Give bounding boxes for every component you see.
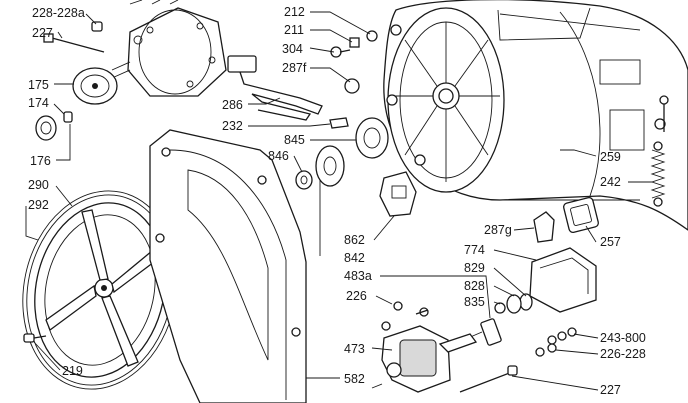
spring-259-part [659, 95, 669, 132]
label-835: 835 [464, 295, 485, 309]
seal-842-part [315, 145, 345, 187]
label-582: 582 [344, 372, 365, 386]
label-174: 174 [28, 96, 49, 110]
label-483a: 483a [344, 269, 372, 283]
part-number-labels: 228-228a 227 175 174 176 290 292 219 212… [28, 5, 646, 397]
label-774: 774 [464, 243, 485, 257]
label-287g: 287g [484, 223, 512, 237]
label-175: 175 [28, 78, 49, 92]
label-211: 211 [284, 23, 304, 37]
sensor-287g-part [533, 211, 555, 243]
motor-pulley-175-part [72, 67, 118, 105]
label-828: 828 [464, 279, 485, 293]
label-292: 292 [28, 198, 49, 212]
label-227-bottom: 227 [600, 383, 621, 397]
screws-226-part [381, 301, 429, 331]
bolt-228-part [91, 21, 103, 32]
thermostat-287f-part [344, 78, 360, 94]
heating-element-286-part [227, 55, 323, 121]
main-motor-part [111, 0, 227, 97]
label-227-top: 227 [32, 26, 53, 40]
label-287f: 287f [282, 61, 307, 75]
rear-frame-582-part [149, 129, 307, 403]
gasket-257-part [563, 197, 599, 233]
small-pulley-176-part [35, 115, 57, 141]
label-242: 242 [600, 175, 621, 189]
spring-242-part [650, 141, 666, 207]
bushing-174-part [63, 111, 73, 123]
filter-828-part [506, 294, 522, 314]
label-257: 257 [600, 235, 621, 249]
connector-862-part [379, 171, 417, 217]
label-259: 259 [600, 150, 621, 164]
label-829: 829 [464, 261, 485, 275]
label-176: 176 [30, 154, 51, 168]
label-862: 862 [344, 233, 365, 247]
washer-846-part [295, 170, 313, 190]
leader-lines [25, 11, 652, 391]
label-226: 226 [346, 289, 367, 303]
label-842: 842 [344, 251, 365, 265]
flange-845-part [355, 117, 389, 159]
label-226-228: 226-228 [600, 347, 646, 361]
feet-243-800-part [547, 327, 577, 345]
drum-tub-part [383, 0, 688, 231]
long-bolt-227-bottom-part [459, 365, 518, 393]
label-846: 846 [268, 149, 289, 163]
label-290: 290 [28, 178, 49, 192]
label-243-800: 243-800 [600, 331, 646, 345]
clip-835-part [494, 302, 506, 314]
label-212: 212 [284, 5, 305, 19]
drum-pulley-292-part [34, 202, 166, 378]
label-286: 286 [222, 98, 243, 112]
screw-304-part [330, 46, 351, 58]
label-473: 473 [344, 342, 365, 356]
bracket-232-part [329, 117, 349, 129]
label-304: 304 [282, 42, 303, 56]
screws-226-228-part [535, 343, 557, 357]
pump-cover-774-part [529, 247, 597, 313]
connector-483a-part [467, 318, 502, 346]
label-219: 219 [62, 364, 83, 378]
seal-829-part [519, 293, 533, 311]
screw-219-part [23, 333, 47, 343]
drain-pump-473-part [371, 325, 478, 393]
label-228-228a: 228-228a [32, 6, 85, 20]
label-845: 845 [284, 133, 305, 147]
long-bolt-227-part [43, 33, 105, 53]
label-232: 232 [222, 119, 243, 133]
bolt-212-part [366, 30, 378, 42]
nut-211-part [349, 37, 360, 48]
